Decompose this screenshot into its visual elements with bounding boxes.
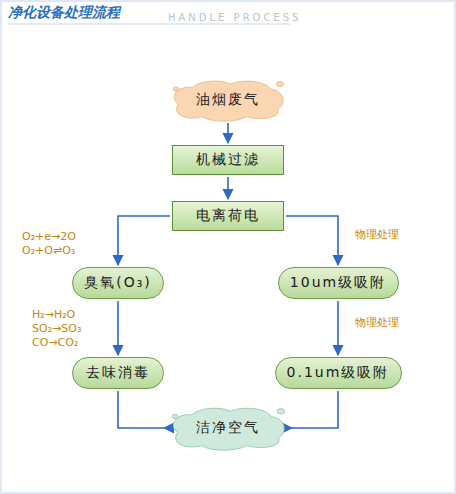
node-text: 0.1um级吸附 xyxy=(287,364,390,382)
reaction-formula: CO→CO₂ xyxy=(32,336,78,349)
process-pill: 10um级吸附 xyxy=(278,267,399,299)
edge-label: 物理处理 xyxy=(354,315,400,330)
source-cloud: 油烟废气 xyxy=(169,79,287,121)
title-rule xyxy=(8,24,290,25)
result-cloud: 洁净空气 xyxy=(168,406,288,450)
reaction-formula: H₂→H₂O xyxy=(32,308,75,321)
reaction-formula: O₂+e→2O xyxy=(22,230,76,243)
flow-arrow xyxy=(286,216,338,265)
node-text: 臭氧(O₃) xyxy=(84,274,152,292)
node-text: 去味消毒 xyxy=(86,364,150,382)
process-box: 机械过滤 xyxy=(172,145,284,175)
flow-arrow xyxy=(227,123,229,143)
node-text: 10um级吸附 xyxy=(290,274,386,292)
process-pill: 0.1um级吸附 xyxy=(275,357,402,389)
node-text: 机械过滤 xyxy=(196,151,260,169)
flow-arrow xyxy=(118,216,170,265)
process-box: 电离荷电 xyxy=(172,201,284,231)
node-text: 洁净空气 xyxy=(196,419,260,437)
subtitle: HANDLE PROCESS xyxy=(168,12,301,23)
reaction-formula: O₂+O⇌O₃ xyxy=(22,244,75,257)
process-pill: 去味消毒 xyxy=(72,357,164,389)
title: 净化设备处理流程 xyxy=(8,4,120,22)
flow-arrow xyxy=(117,301,119,355)
reaction-formula: SO₂→SO₃ xyxy=(32,322,81,335)
edge-label: 物理处理 xyxy=(354,227,400,242)
flow-arrow xyxy=(227,177,229,199)
node-text: 电离荷电 xyxy=(196,207,260,225)
node-text: 油烟废气 xyxy=(196,91,260,109)
process-pill: 臭氧(O₃) xyxy=(72,267,164,299)
flow-arrow xyxy=(337,301,339,355)
